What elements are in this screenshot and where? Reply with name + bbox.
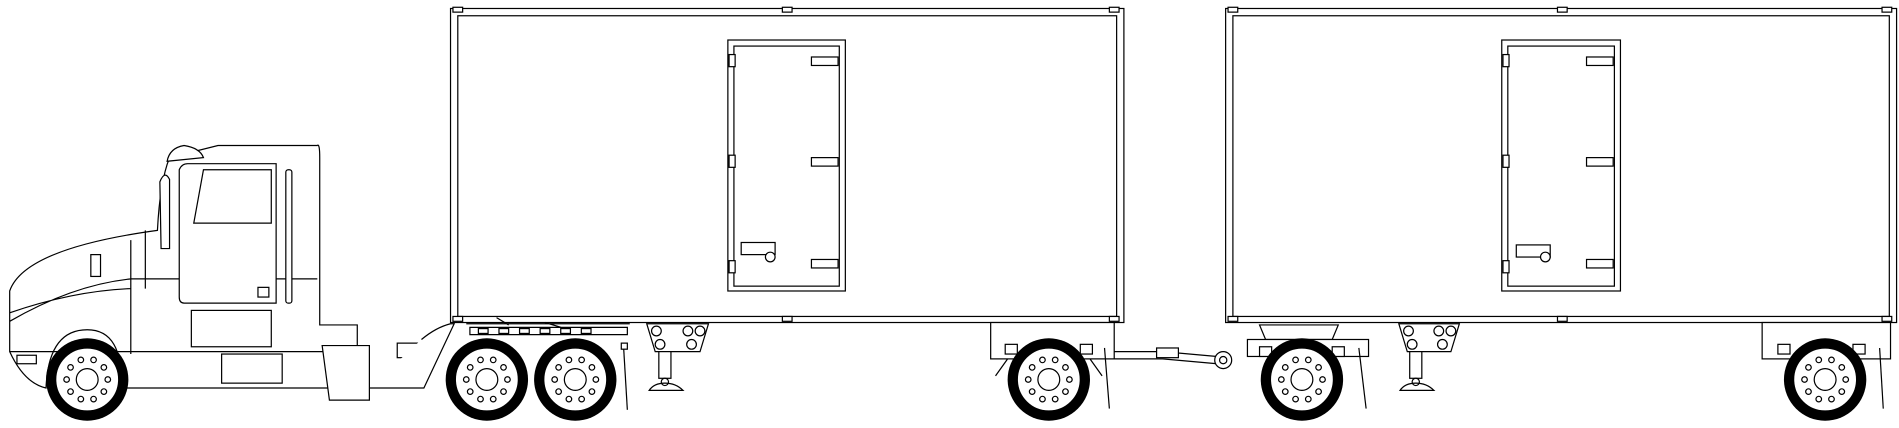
lug-nut bbox=[1801, 376, 1808, 383]
lug-nut bbox=[100, 363, 108, 371]
lug-nut bbox=[489, 395, 497, 403]
trailer-2-side-door bbox=[1501, 39, 1622, 292]
lug-nut bbox=[1315, 388, 1322, 396]
lug-nut bbox=[1028, 388, 1036, 396]
lug-nut bbox=[1304, 356, 1312, 364]
lug-nut bbox=[551, 376, 559, 383]
tractor-drive-wheel-1 bbox=[445, 338, 529, 421]
lug-nut bbox=[104, 376, 112, 383]
lug-nut bbox=[466, 363, 474, 371]
lug-nut bbox=[588, 388, 596, 396]
trailer-1-underframe bbox=[466, 317, 630, 410]
trailer-1 bbox=[449, 6, 1125, 410]
trailer-2 bbox=[1225, 6, 1898, 409]
lug-nut bbox=[578, 356, 586, 364]
wheels bbox=[46, 338, 1867, 421]
lug-nut bbox=[555, 363, 563, 371]
lug-nut bbox=[466, 388, 474, 396]
lug-nut bbox=[90, 395, 97, 403]
lug-nut bbox=[462, 376, 470, 383]
lug-nut bbox=[1828, 356, 1835, 364]
lug-nut bbox=[1805, 388, 1812, 396]
lug-nut bbox=[555, 388, 563, 396]
lug-nut bbox=[1838, 388, 1846, 396]
lug-nut bbox=[489, 356, 497, 364]
lug-nut bbox=[1277, 376, 1285, 383]
lug-nut bbox=[1805, 363, 1812, 371]
cab-door bbox=[178, 163, 277, 304]
lug-nut bbox=[77, 356, 85, 364]
lug-nut bbox=[1066, 376, 1073, 383]
trailer-2-corner-marks bbox=[1227, 6, 1893, 322]
lug-nut bbox=[1062, 388, 1069, 396]
lug-nut bbox=[1028, 363, 1036, 371]
trailer-1-side-door bbox=[727, 39, 846, 292]
trailer-2-wheel bbox=[1783, 338, 1867, 421]
lug-nut bbox=[1281, 363, 1289, 371]
lug-nut bbox=[1024, 376, 1032, 383]
lug-nut bbox=[1292, 395, 1299, 403]
lug-nut bbox=[592, 376, 600, 383]
lug-nut bbox=[1051, 356, 1059, 364]
lug-nut bbox=[1828, 395, 1835, 403]
lug-nut bbox=[1304, 395, 1312, 403]
lug-nut bbox=[1039, 356, 1046, 364]
lug-nut bbox=[1315, 363, 1322, 371]
lug-nut bbox=[1281, 388, 1289, 396]
lug-nut bbox=[1051, 395, 1059, 403]
lug-nut bbox=[1842, 376, 1850, 383]
lug-nut bbox=[1815, 395, 1823, 403]
lug-nut bbox=[565, 395, 573, 403]
tractor-drive-wheel-2 bbox=[534, 338, 617, 421]
lug-nut bbox=[565, 356, 573, 364]
trailer-1-landing-gear bbox=[645, 323, 710, 392]
lug-nut bbox=[1292, 356, 1299, 364]
lug-nut bbox=[1838, 363, 1846, 371]
tractor-cab bbox=[9, 144, 456, 401]
lug-nut bbox=[100, 388, 108, 396]
lug-nut bbox=[1039, 395, 1046, 403]
lug-nut bbox=[1815, 356, 1823, 364]
lug-nut bbox=[1062, 363, 1069, 371]
lug-nut bbox=[500, 388, 507, 396]
lug-nut bbox=[477, 395, 484, 403]
lug-nut bbox=[504, 376, 511, 383]
lug-nut bbox=[67, 388, 74, 396]
cab-window bbox=[193, 169, 272, 224]
lug-nut bbox=[477, 356, 484, 364]
lug-nut bbox=[90, 356, 97, 364]
lug-nut bbox=[578, 395, 586, 403]
lug-nut bbox=[63, 376, 71, 383]
lug-nut bbox=[588, 363, 596, 371]
trailer-2-landing-gear bbox=[1397, 323, 1461, 392]
dolly-wheel bbox=[1260, 338, 1344, 421]
lug-nut bbox=[500, 363, 507, 371]
tractor-front-wheel bbox=[46, 338, 129, 421]
lug-nut bbox=[77, 395, 85, 403]
lug-nut bbox=[1319, 376, 1326, 383]
lug-nut bbox=[67, 363, 74, 371]
trailer-1-corner-marks bbox=[452, 6, 1120, 322]
trailer-1-wheel bbox=[1007, 338, 1090, 421]
